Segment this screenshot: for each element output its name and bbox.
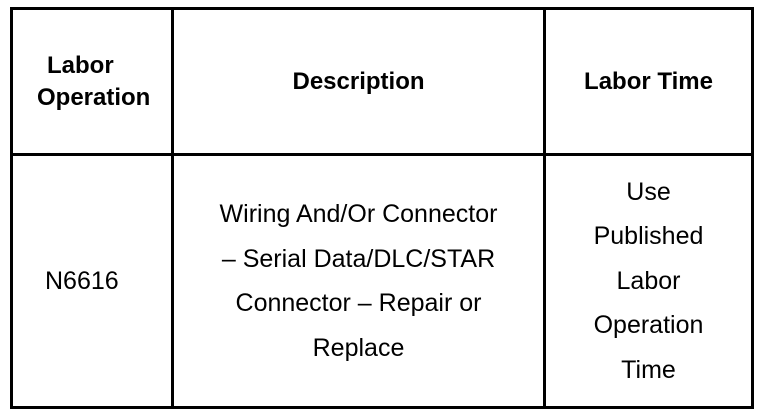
labor-time-line: Operation (593, 311, 704, 340)
description-line: Connector – Repair or (235, 289, 482, 317)
labor-time-cell: Use Published Labor Operation Time (543, 153, 754, 409)
labor-operation-table: Labor Operation Description Labor Time N… (10, 7, 754, 409)
labor-operation-header: Labor Operation (10, 7, 174, 156)
labor-operation-header-line-1: Labor (47, 51, 114, 79)
labor-time-header: Labor Time (543, 7, 754, 156)
description-cell: Wiring And/Or Connector – Serial Data/DL… (171, 153, 546, 409)
labor-time-line: Labor (616, 266, 681, 295)
description-line: Replace (312, 333, 405, 362)
description-line: – Serial Data/DLC/STAR (221, 244, 496, 273)
table-row: N6616 Wiring And/Or Connector – Serial D… (10, 153, 754, 409)
labor-operation-header-line-2: Operation (37, 83, 151, 111)
labor-time-line: Use (626, 177, 671, 206)
description-line: Wiring And/Or Connector (219, 200, 498, 228)
labor-operation-code: N6616 (10, 153, 174, 409)
labor-time-line: Time (621, 355, 676, 384)
description-header: Description (171, 7, 546, 156)
table-header-row: Labor Operation Description Labor Time (10, 7, 754, 156)
labor-time-line: Published (593, 222, 704, 251)
